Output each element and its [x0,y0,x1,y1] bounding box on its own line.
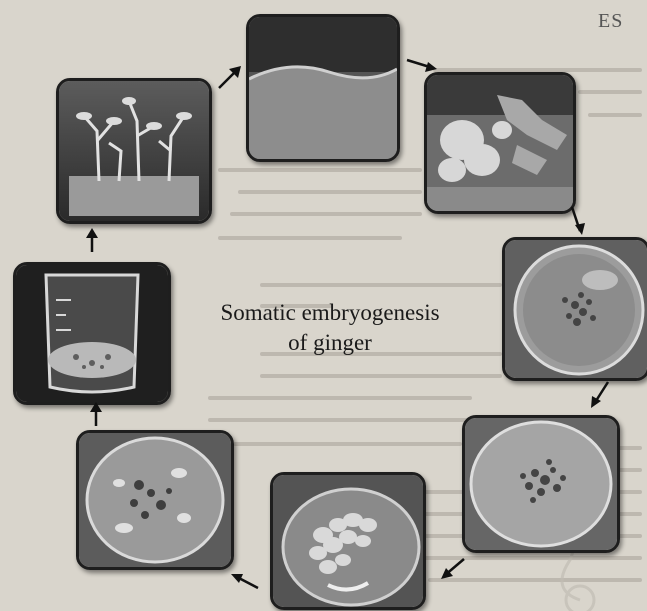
step-shoot-culture-photo [56,78,212,224]
step-callus-vessel-photo [246,14,400,162]
arrow-step1-to-step2 [215,62,245,92]
arrow-step3-to-step4 [566,205,588,237]
step-embryogenic-callus-photo [424,72,576,214]
diagram-title-line2: of ginger [195,328,465,358]
arrow-step5-to-step6 [438,556,468,582]
arrow-step2-to-step3 [405,54,439,74]
step-embryo-cluster-photo [270,472,426,610]
step-embryo-petri-photo [462,415,620,553]
arrow-step6-to-step7 [228,570,262,592]
diagram-title: Somatic embryogenesis of ginger [195,298,465,358]
step-beaker-photo [13,262,171,405]
arrow-step4-to-step5 [588,380,612,410]
arrow-step8-to-step1 [82,226,102,254]
diagram-title-line1: Somatic embryogenesis [195,298,465,328]
page-heading-fragment: ES [598,10,623,33]
step-germination-petri-photo [76,430,234,570]
step-callus-petri-photo [502,237,647,381]
arrow-step7-to-step8 [86,400,106,428]
